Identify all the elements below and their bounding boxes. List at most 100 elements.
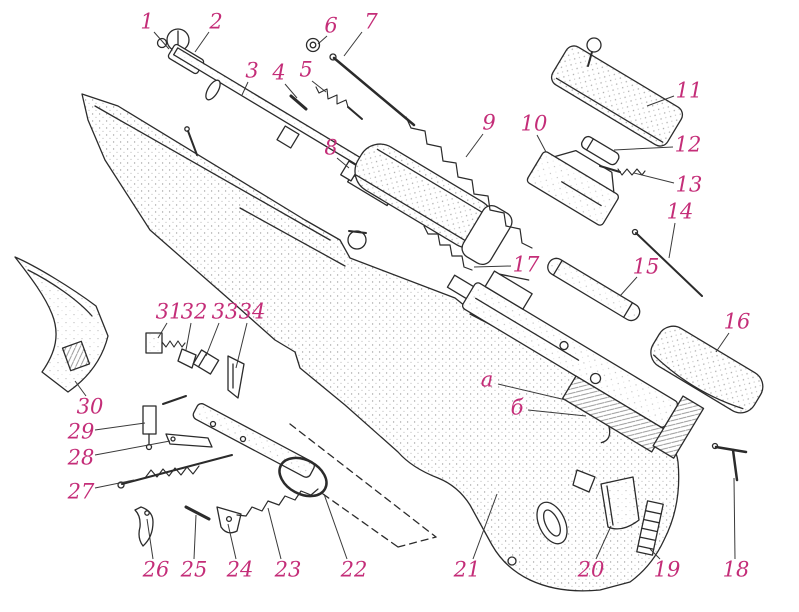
part-pin-front [184,126,198,156]
part-bolt [580,135,620,166]
part-guide-rod [329,53,416,127]
part-label-9: 9 [482,110,496,135]
part-cleaning-rod [631,228,703,297]
part-label-29: 29 [67,419,95,444]
part-31 [145,332,186,354]
leader-line-3 [241,81,249,96]
part-receiver-action [446,270,705,459]
leader-line-13 [633,172,675,184]
part-label-8: 8 [324,135,338,160]
part-label-14: 14 [666,199,694,224]
part-gas-tube [547,257,641,322]
part-label-31: 31 [155,299,183,324]
leader-line-22 [323,493,348,560]
part-label-13: 13 [675,172,703,197]
part-label-4: 4 [272,60,286,85]
part-pin [162,395,187,405]
leader-line-15 [619,276,638,297]
part-label-26: 26 [142,557,170,582]
part-takedown-pin [711,442,748,482]
part-label-2: 2 [209,9,223,34]
part-label-12: 12 [674,132,702,157]
part-label-34: 34 [238,299,266,324]
part-label-22: 22 [340,557,368,582]
leader-line-4 [284,83,298,99]
part-trigger [134,506,154,547]
part-label-5: 5 [299,57,313,82]
part-trigger-guard [192,403,328,498]
leader-line-25 [193,514,197,560]
leader-line-1 [153,31,170,50]
part-receiver-cover [550,37,684,147]
leader-line-26 [146,518,154,560]
part-29 [142,405,157,451]
part-label-23: 23 [274,557,302,582]
leader-line-5 [311,80,327,93]
sling-slot [536,501,568,545]
part-label-16: 16 [723,309,751,334]
part-label-b: б [510,395,524,420]
part-label-1: 1 [140,9,154,34]
assembly-guide-dashes [289,423,437,548]
part-label-10: 10 [520,111,548,136]
leader-line-11 [646,95,675,107]
leader-line-17 [473,265,512,268]
part-label-21: 21 [453,557,481,582]
part-buttplate [14,256,109,393]
leader-line-12 [613,146,674,151]
part-27 [117,454,233,489]
part-label-30: 30 [76,394,104,419]
leader-line-16 [715,332,730,353]
leader-line-7 [343,31,363,57]
part-sling-swivel [347,230,367,250]
part-label-17: 17 [512,252,540,277]
leader-line-31 [157,322,168,339]
part-bolt-carrier [526,149,620,226]
part-label-11: 11 [675,78,703,103]
leader-line-2 [194,31,210,53]
part-handguard [650,325,764,414]
part-28 [165,433,213,448]
part-label-3: 3 [245,58,259,83]
leader-line-33 [205,322,220,357]
leader-line-8 [336,157,350,169]
part-label-24: 24 [226,557,254,582]
leader-line-30 [74,380,87,397]
leader-line-23 [267,507,282,560]
part-spring-23 [236,488,319,517]
leader-line-19 [649,548,661,560]
part-small-spring [315,86,363,120]
part-plunger [289,94,308,111]
part-label-20: 20 [577,557,605,582]
leader-line-6 [317,35,328,45]
part-magazine-spring [636,500,664,556]
leader-line-9 [465,133,484,158]
part-33 [192,349,220,375]
part-24 [216,506,242,534]
leader-line-b [527,409,587,417]
leader-line-14 [668,222,676,259]
part-label-25: 25 [180,557,208,582]
leader-line-27 [94,479,135,489]
part-label-18: 18 [722,557,750,582]
part-nut [305,37,321,53]
part-25 [184,505,211,521]
part-label-a: а [480,367,494,392]
leader-line-32 [185,322,192,351]
part-label-33: 33 [211,299,239,324]
leader-line-21 [472,493,498,560]
part-label-19: 19 [653,557,681,582]
part-small-latch [572,469,596,493]
part-label-15: 15 [632,254,660,279]
leader-line-24 [227,523,237,560]
part-magazine [600,476,640,530]
part-label-7: 7 [364,9,378,34]
part-recoil-spring [405,116,533,249]
part-label-28: 28 [67,445,95,470]
leader-line-28 [94,440,171,456]
leader-lines [74,31,736,560]
part-34 [227,355,245,399]
part-32 [177,348,197,369]
